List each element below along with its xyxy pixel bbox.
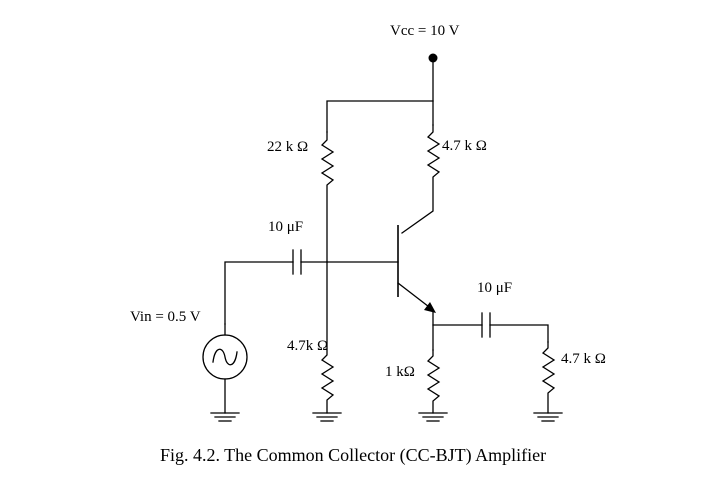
resistor-22k — [320, 131, 335, 263]
resistor-emitter — [426, 349, 441, 414]
ground-icon — [533, 412, 563, 422]
vcc-terminal — [428, 53, 438, 126]
ground-icon — [210, 412, 240, 422]
capacitor-output-label: 10 μF — [477, 280, 512, 296]
ac-source — [202, 323, 248, 414]
capacitor-input — [224, 249, 328, 325]
sine-wave-icon — [212, 348, 238, 366]
ground-icon — [418, 412, 448, 422]
figure-caption: Fig. 4.2. The Common Collector (CC-BJT) … — [160, 445, 546, 466]
resistor-load — [541, 341, 556, 414]
capacitor-output — [481, 312, 549, 343]
emitter-wire — [432, 309, 483, 351]
bjt-transistor — [326, 225, 436, 313]
resistor-load-label: 4.7 k Ω — [561, 351, 606, 367]
resistor-bias-bottom-label: 4.7k Ω — [287, 338, 328, 354]
resistor-bias-bottom — [320, 261, 335, 414]
vin-label: Vin = 0.5 V — [130, 309, 201, 325]
resistor-emitter-label: 1 kΩ — [385, 364, 415, 380]
resistor-22k-label: 22 k Ω — [267, 139, 308, 155]
vcc-rail-wire — [326, 100, 434, 133]
resistor-collector — [401, 124, 441, 234]
capacitor-input-label: 10 μF — [268, 219, 303, 235]
resistor-collector-label: 4.7 k Ω — [442, 138, 487, 154]
vcc-label: Vcc = 10 V — [390, 23, 460, 39]
ground-icon — [312, 412, 342, 422]
